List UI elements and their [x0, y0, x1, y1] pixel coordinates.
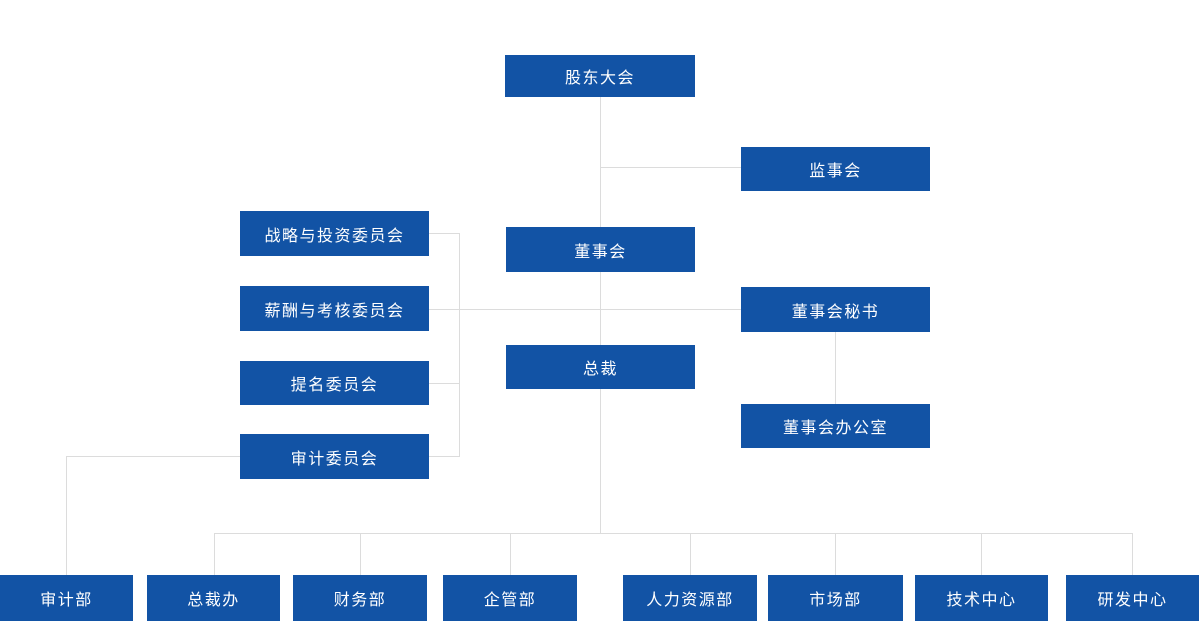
node-marketing-dept: 市场部	[768, 575, 903, 621]
connector-shareholders-supervisors	[600, 167, 741, 168]
connector-nomination-branch	[429, 383, 459, 384]
connector-stub-rd	[1132, 533, 1133, 575]
connector-stub-technology	[981, 533, 982, 575]
connector-audit-dept-horizontal	[66, 456, 240, 457]
connector-president-departments	[600, 389, 601, 533]
node-finance-dept: 财务部	[293, 575, 427, 621]
node-president-office: 总裁办	[147, 575, 280, 621]
connector-committee-bus-vertical	[459, 233, 460, 457]
node-strategy-investment-committee: 战略与投资委员会	[240, 211, 429, 256]
connector-departments-bus	[214, 533, 1133, 534]
node-technology-center: 技术中心	[915, 575, 1048, 621]
connector-stub-hr	[690, 533, 691, 575]
node-board-secretary: 董事会秘书	[741, 287, 930, 332]
connector-stub-president-office	[214, 533, 215, 575]
node-hr-dept: 人力资源部	[623, 575, 757, 621]
node-audit-committee: 审计委员会	[240, 434, 429, 479]
node-remuneration-assessment-committee: 薪酬与考核委员会	[240, 286, 429, 331]
connector-audit-dept-vertical	[66, 456, 67, 575]
node-board-office: 董事会办公室	[741, 404, 930, 448]
connector-audit-committee-branch	[429, 456, 459, 457]
node-board-of-directors: 董事会	[506, 227, 695, 272]
connector-stub-finance	[360, 533, 361, 575]
connector-shareholders-board	[600, 97, 601, 227]
connector-board-president	[600, 272, 601, 345]
node-audit-dept: 审计部	[0, 575, 133, 621]
connector-stub-enterprise-mgmt	[510, 533, 511, 575]
node-shareholders-meeting: 股东大会	[505, 55, 695, 97]
connector-strategy-branch	[429, 233, 459, 234]
connector-secretary-office	[835, 332, 836, 404]
connector-board-secretary-horizontal	[429, 309, 741, 310]
node-rd-center: 研发中心	[1066, 575, 1199, 621]
connector-stub-marketing	[835, 533, 836, 575]
node-nomination-committee: 提名委员会	[240, 361, 429, 405]
node-board-of-supervisors: 监事会	[741, 147, 930, 191]
node-enterprise-mgmt-dept: 企管部	[443, 575, 577, 621]
node-president: 总裁	[506, 345, 695, 389]
